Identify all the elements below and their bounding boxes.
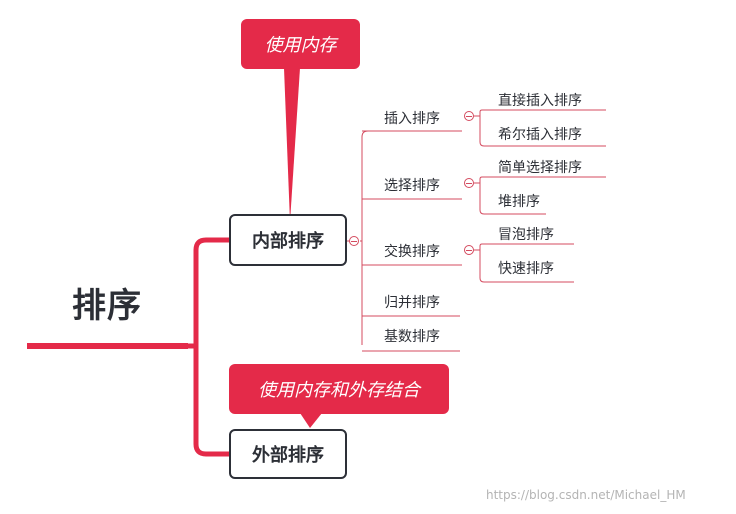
topic-shell-insertion[interactable]: 希尔插入排序 bbox=[498, 127, 582, 143]
topic-exchange-sort[interactable]: 交换排序 bbox=[384, 244, 440, 260]
topic-quick-sort[interactable]: 快速排序 bbox=[498, 261, 554, 277]
topic-insertion-sort[interactable]: 插入排序 bbox=[384, 111, 440, 127]
topic-radix-sort[interactable]: 基数排序 bbox=[384, 329, 440, 345]
main-bracket bbox=[186, 237, 229, 457]
node-external-sort[interactable]: 外部排序 bbox=[229, 429, 347, 479]
topic-selection-sort[interactable]: 选择排序 bbox=[384, 178, 440, 194]
topic-straight-insertion[interactable]: 直接插入排序 bbox=[498, 93, 582, 109]
callout-pointer-external bbox=[300, 413, 322, 428]
collapse-icon-selection[interactable] bbox=[464, 178, 474, 188]
collapse-icon-insertion[interactable] bbox=[464, 111, 474, 121]
topic-heap-sort[interactable]: 堆排序 bbox=[498, 194, 540, 210]
callout-pointer-memory bbox=[284, 68, 300, 222]
collapse-icon-internal[interactable] bbox=[349, 236, 359, 246]
callout-external[interactable]: 使用内存和外存结合 bbox=[229, 364, 449, 414]
collapse-icon-exchange[interactable] bbox=[464, 245, 474, 255]
root-topic[interactable]: 排序 bbox=[72, 286, 142, 326]
topic-bubble-sort[interactable]: 冒泡排序 bbox=[498, 227, 554, 243]
node-internal-sort[interactable]: 内部排序 bbox=[229, 214, 347, 266]
topic-simple-selection[interactable]: 简单选择排序 bbox=[498, 160, 582, 176]
topic-merge-sort[interactable]: 归并排序 bbox=[384, 295, 440, 311]
watermark-text: https://blog.csdn.net/Michael_HM bbox=[486, 488, 686, 502]
callout-memory[interactable]: 使用内存 bbox=[241, 19, 360, 69]
